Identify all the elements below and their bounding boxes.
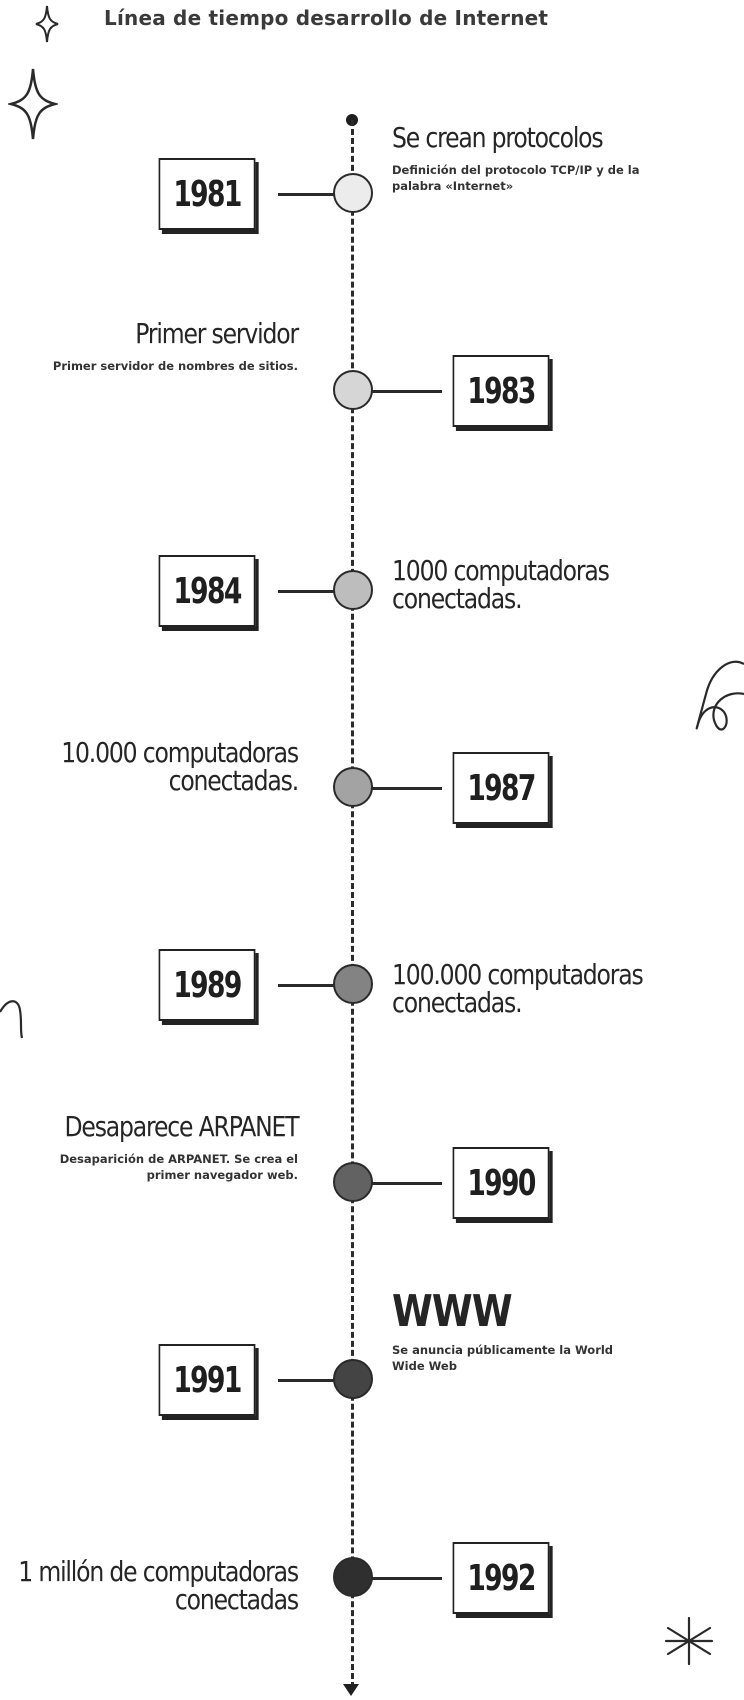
timeline-node	[333, 964, 373, 1004]
timeline-node	[333, 370, 373, 410]
curl-icon	[0, 1000, 24, 1039]
event-description: Definición del protocolo TCP/IP y de la …	[392, 163, 640, 193]
year-box: 1987	[452, 752, 550, 824]
axis-arrow-icon	[343, 1684, 359, 1696]
event-label: Se crean protocolos Definición del proto…	[392, 124, 692, 194]
event-label: 10.000 computadoras conectadas.	[20, 736, 299, 797]
event-label: 100.000 computadoras conectadas.	[392, 961, 732, 1017]
event-title: 10.000 computadoras conectadas.	[61, 736, 299, 797]
page-title: Línea de tiempo desarrollo de Internet	[104, 6, 549, 30]
year-box: 1984	[158, 555, 256, 627]
timeline-node	[333, 173, 373, 213]
event-description: Se anuncia públicamente la World Wide We…	[392, 1343, 614, 1373]
year-box: 1990	[452, 1147, 550, 1219]
event-title: Se crean protocolos	[392, 121, 604, 154]
timeline-node	[333, 570, 373, 610]
connector	[278, 590, 334, 593]
event-title: Primer servidor	[135, 317, 299, 350]
event-title: WWW	[392, 1286, 513, 1337]
event-title: 1 millón de computadoras conectadas	[18, 1555, 299, 1616]
event-title: 100.000 computadoras conectadas.	[392, 958, 644, 1019]
event-label: 1 millón de computadoras conectadas	[4, 1558, 299, 1614]
asterisk-icon	[664, 1616, 714, 1666]
event-label: Primer servidor Primer servidor de nombr…	[20, 317, 299, 374]
event-label: 1000 computadoras conectadas.	[392, 557, 652, 613]
small-sparkle-icon	[35, 5, 59, 43]
connector	[278, 984, 334, 987]
connector	[372, 390, 442, 393]
timeline-node	[333, 1557, 373, 1597]
year-box: 1989	[158, 949, 256, 1021]
event-description: Primer servidor de nombres de sitios.	[52, 359, 298, 373]
event-title: 1000 computadoras conectadas.	[392, 554, 610, 615]
connector	[372, 787, 442, 790]
timeline-axis	[351, 120, 354, 1688]
year-box: 1992	[452, 1542, 550, 1614]
large-sparkle-icon	[8, 68, 58, 140]
connector	[278, 193, 334, 196]
timeline-node	[333, 1162, 373, 1202]
year-box: 1981	[158, 158, 256, 230]
event-label: WWW Se anuncia públicamente la World Wid…	[392, 1290, 692, 1374]
timeline-node	[333, 1359, 373, 1399]
year-box: 1991	[158, 1344, 256, 1416]
event-title: Desaparece ARPANET	[64, 1110, 299, 1143]
connector	[372, 1577, 442, 1580]
connector	[278, 1379, 334, 1382]
squiggle-icon	[695, 660, 744, 731]
event-description: Desaparición de ARPANET. Se crea el prim…	[59, 1152, 298, 1182]
event-label: Desaparece ARPANET Desaparición de ARPAN…	[20, 1110, 300, 1183]
connector	[372, 1182, 442, 1185]
year-box: 1983	[452, 355, 550, 427]
timeline-node	[333, 767, 373, 807]
